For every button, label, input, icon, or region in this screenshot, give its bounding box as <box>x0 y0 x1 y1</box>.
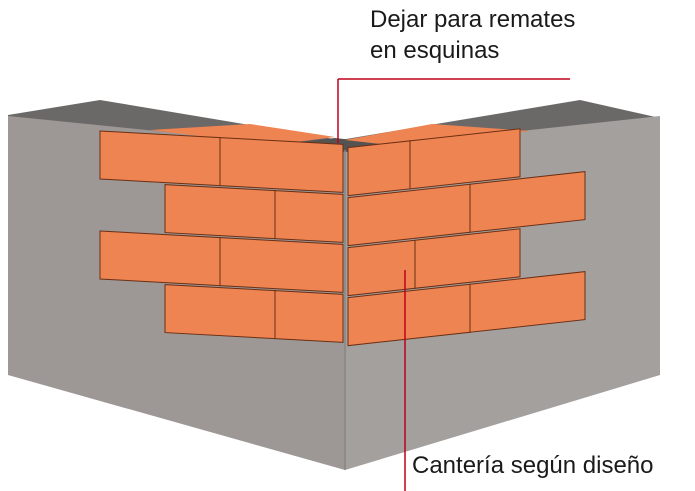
brick-right <box>347 140 411 197</box>
label-bottom: Cantería según diseño <box>412 452 654 479</box>
bricks-left-face <box>99 130 344 343</box>
brick-right <box>409 128 521 190</box>
brick-right <box>469 171 586 233</box>
top-brick-right <box>345 124 530 147</box>
label-top-line-1: Dejar para remates <box>370 6 575 33</box>
top-brick-left <box>150 124 335 145</box>
brick-left <box>219 237 344 293</box>
brick-left <box>164 184 276 240</box>
brick-right <box>414 228 521 289</box>
brick-left <box>274 290 344 343</box>
bricks-right-face <box>347 128 586 347</box>
brick-left <box>99 130 221 187</box>
brick-left <box>219 137 344 193</box>
label-top-line-2: en esquinas <box>370 37 499 64</box>
brick-left <box>164 284 276 340</box>
brick-right <box>469 271 586 333</box>
brick-left <box>274 190 344 243</box>
brick-left <box>99 230 221 287</box>
